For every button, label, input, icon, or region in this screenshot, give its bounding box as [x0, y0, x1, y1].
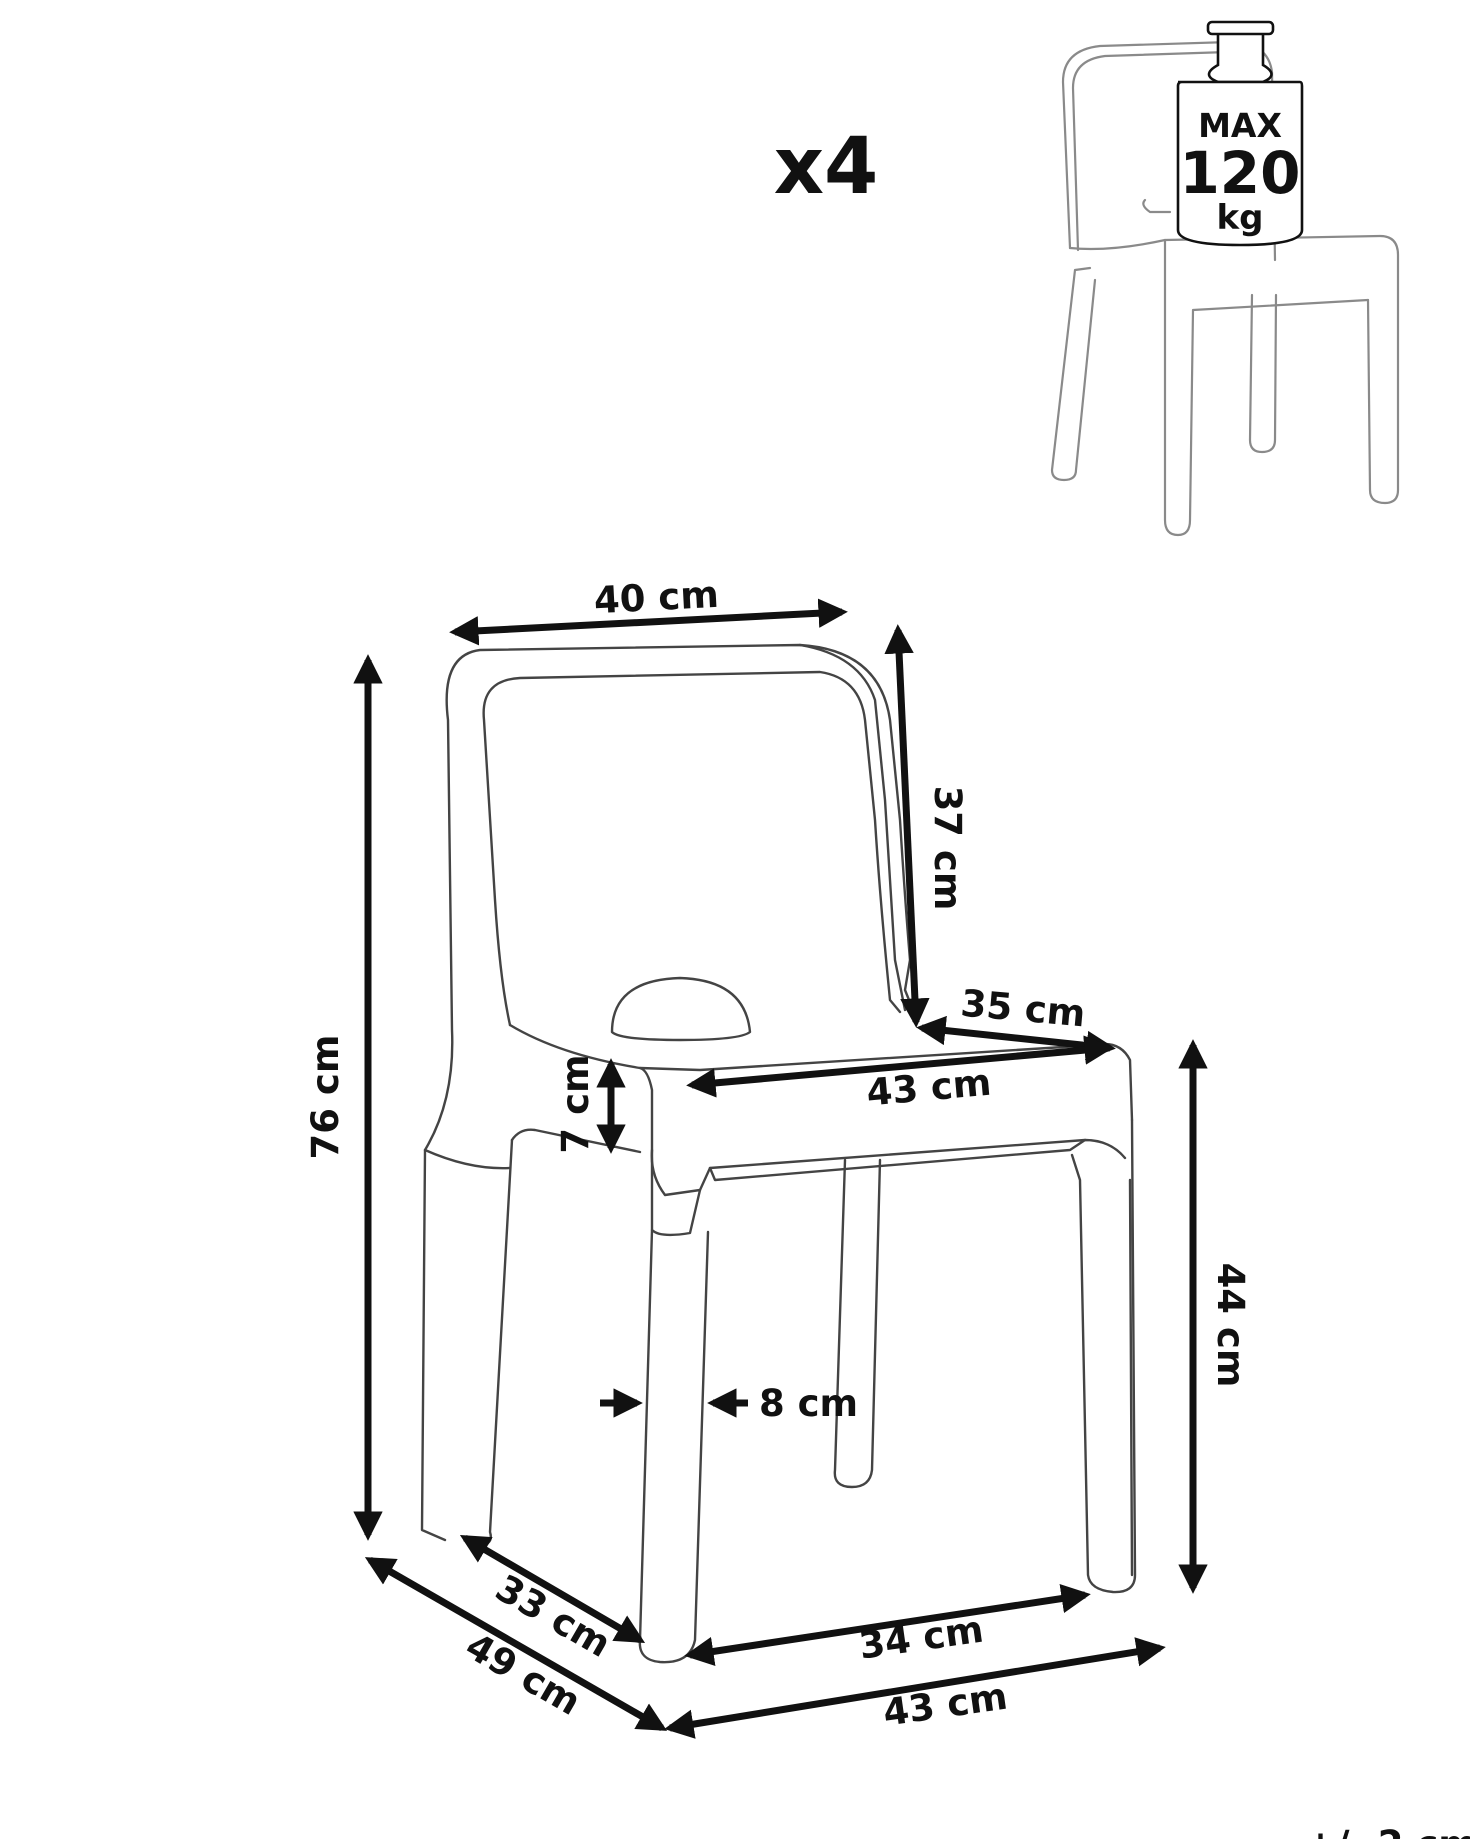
- dimension-seat-depth: 35 cm: [959, 982, 1087, 1036]
- quantity-label: x4: [774, 122, 879, 212]
- dimension-backrest-height: 37 cm: [926, 786, 969, 911]
- dimension-total-height: 76 cm: [304, 1035, 347, 1160]
- dimension-width-top: 40 cm: [593, 573, 720, 622]
- dimension-seat-height: 44 cm: [1209, 1263, 1252, 1388]
- dimension-leg-span: 34 cm: [856, 1608, 986, 1668]
- tolerance-note: +/- 2 cm: [1305, 1823, 1470, 1839]
- chair-outline: [420, 643, 1137, 1664]
- max-load-label: MAX: [1198, 106, 1282, 145]
- max-load-unit: kg: [1217, 198, 1264, 238]
- dimension-leg-width: 8 cm: [759, 1382, 858, 1425]
- dimension-total-width: 43 cm: [880, 1675, 1010, 1735]
- dimension-arrows: [353, 598, 1208, 1739]
- small-chair-icon: [1050, 40, 1400, 537]
- dimension-gap-height: 7 cm: [554, 1054, 597, 1153]
- max-load-value: 120: [1179, 139, 1300, 207]
- weight-icon: [1176, 20, 1304, 247]
